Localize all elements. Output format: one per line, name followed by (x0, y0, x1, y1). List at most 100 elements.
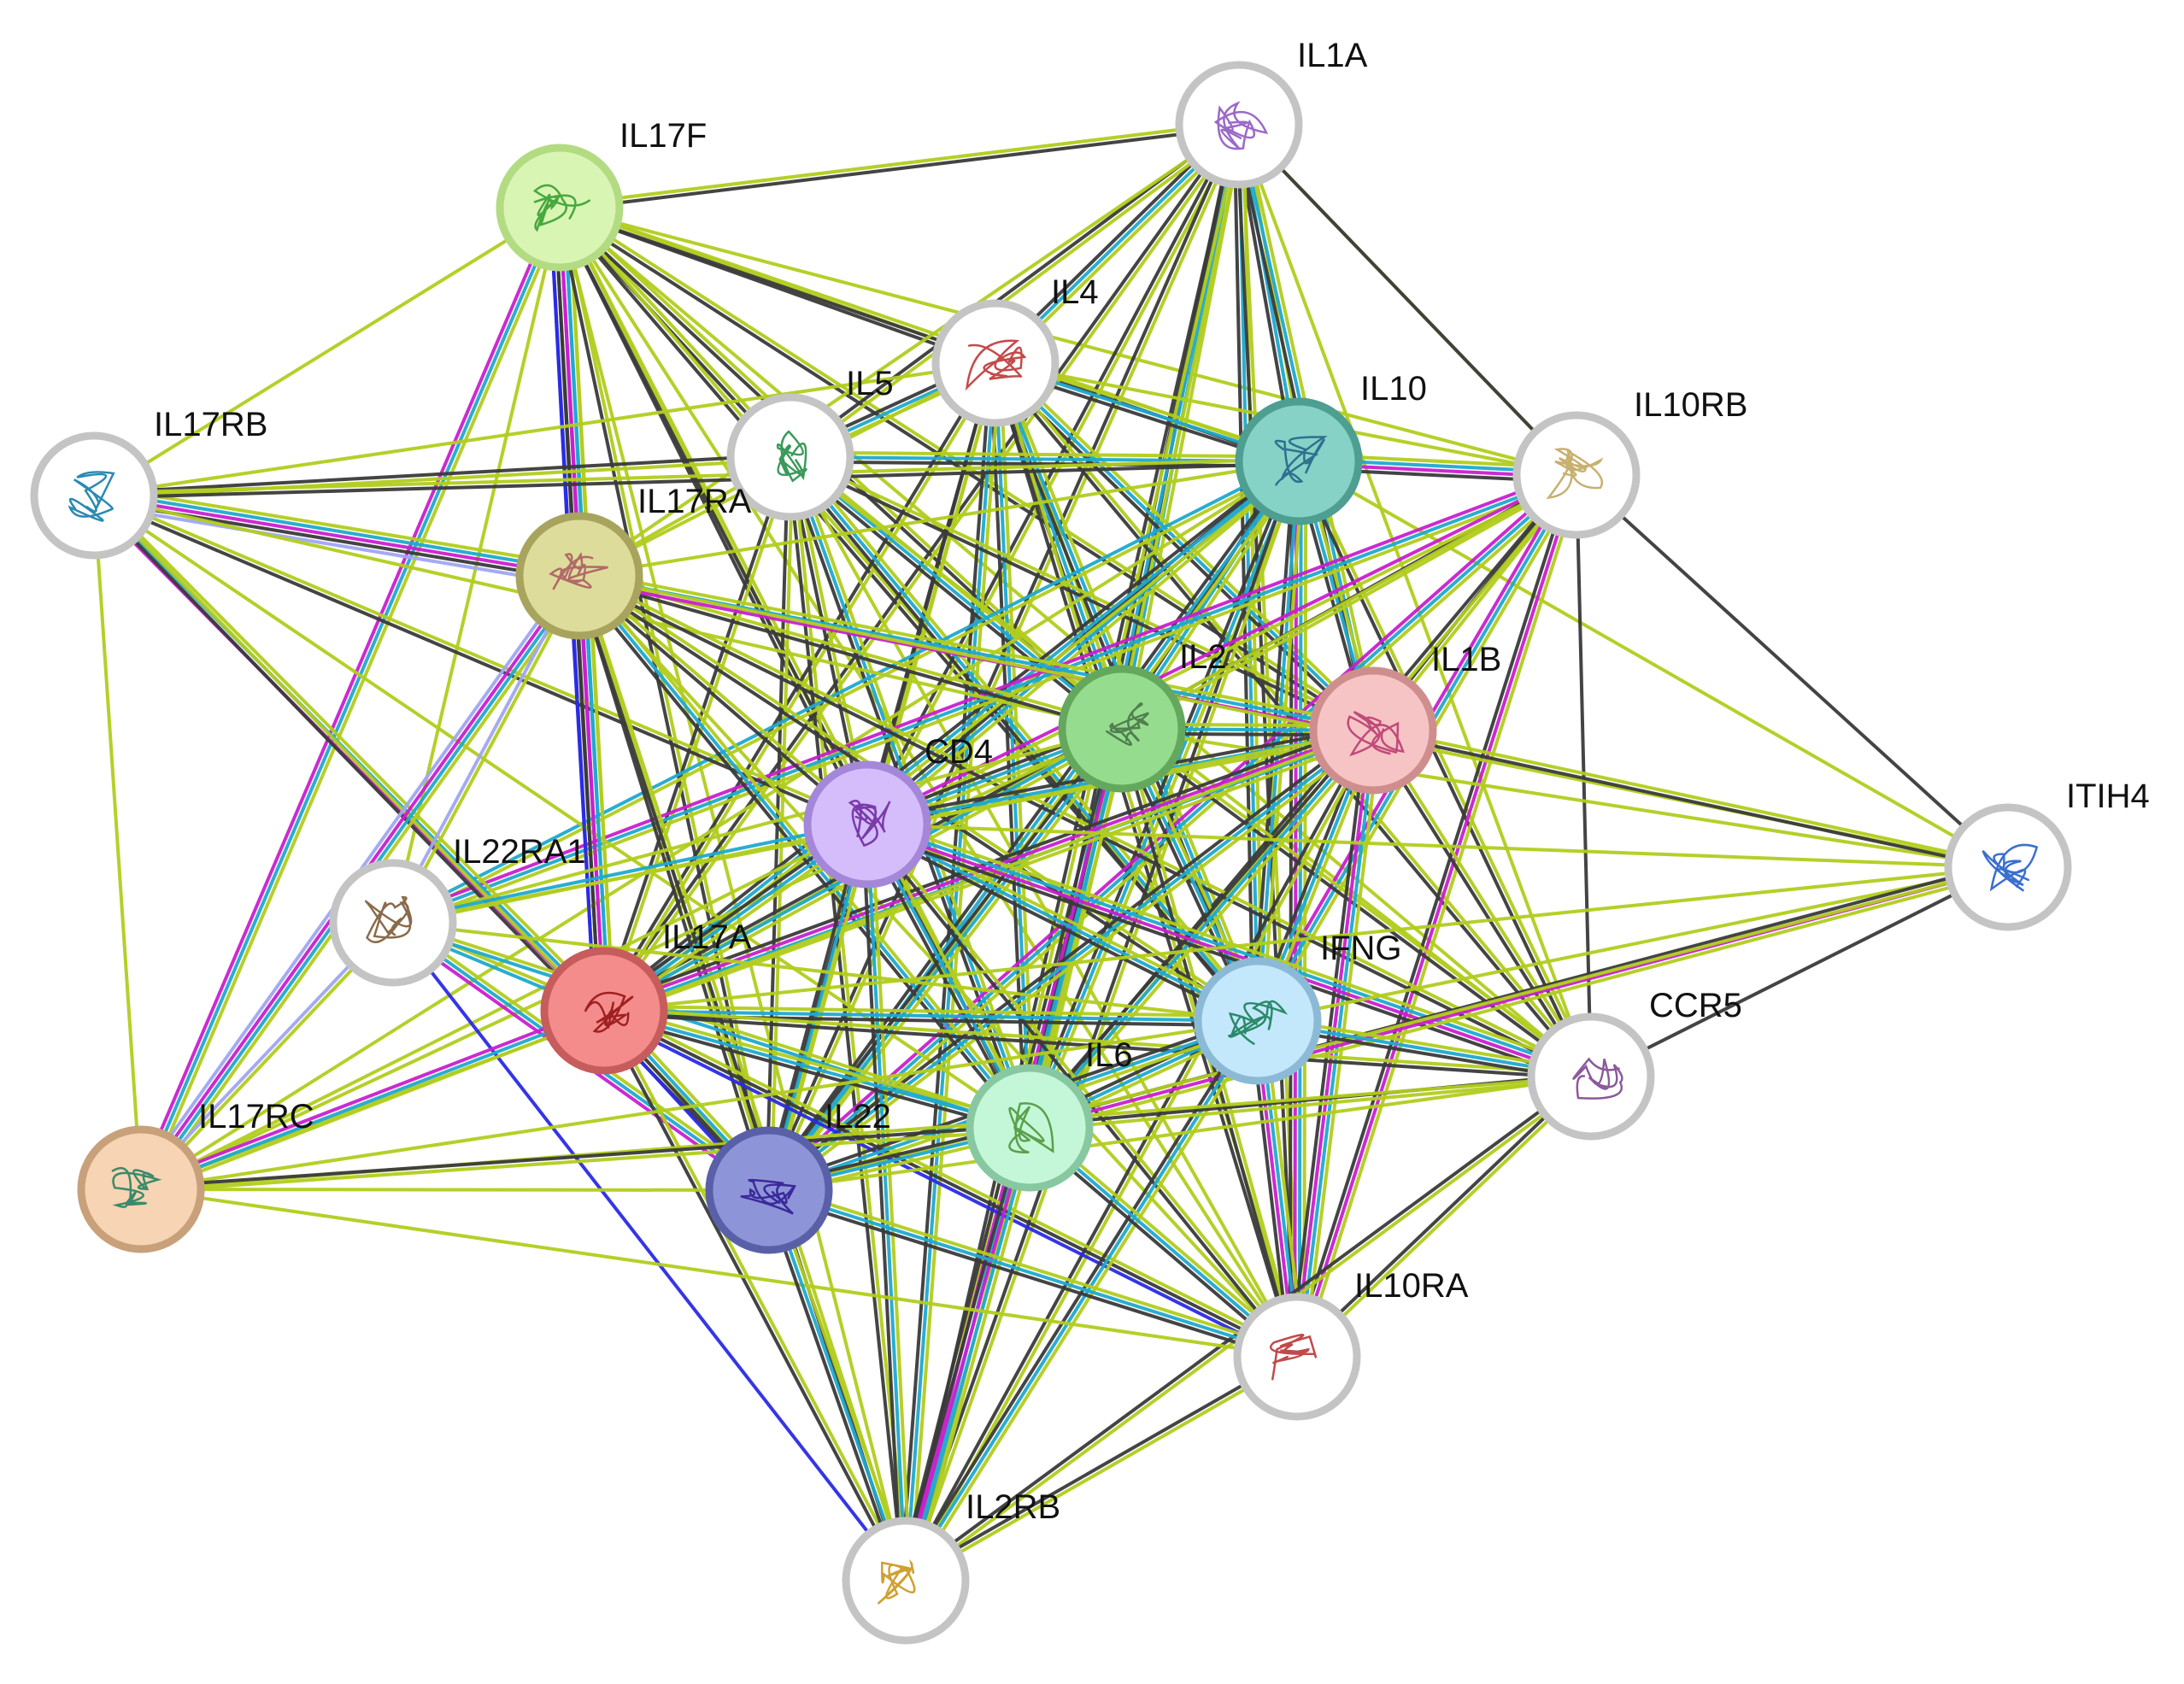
node-circle[interactable] (329, 859, 457, 987)
node-il10[interactable] (1235, 397, 1363, 525)
node-il17ra[interactable] (515, 512, 643, 640)
node-il2[interactable] (1058, 665, 1186, 793)
node-il17f[interactable] (496, 144, 624, 272)
edge-il22ra1-il2rb (391, 921, 907, 1582)
node-il22ra1[interactable] (329, 859, 457, 987)
edge-line (391, 921, 907, 1582)
edge-line (578, 576, 1122, 733)
protein-structure-icon (965, 339, 1027, 391)
node-ccr5[interactable] (1527, 1012, 1655, 1141)
edge-il17rc-il22 (140, 1188, 770, 1192)
node-circle[interactable] (1235, 397, 1363, 525)
node-il17rc[interactable] (77, 1125, 205, 1253)
edge-il17f-il22 (555, 207, 773, 1191)
edge-il17rc-il10ra (140, 1188, 1298, 1358)
edge-il17a-il10ra (601, 1005, 1300, 1363)
edge-line (390, 457, 1299, 923)
edge-line (863, 122, 1239, 824)
edge-il5-il10 (790, 450, 1300, 468)
edge-line (901, 1126, 1030, 1581)
edge-il17rb-il10 (93, 457, 1300, 500)
node-circle[interactable] (705, 1126, 833, 1254)
edge-line (602, 1013, 1030, 1135)
node-il17a[interactable] (540, 947, 668, 1075)
edge-line (94, 489, 581, 573)
edge-line (762, 1191, 903, 1583)
node-il4[interactable] (931, 299, 1060, 427)
edge-line (92, 206, 561, 497)
node-circle[interactable] (496, 144, 624, 272)
edge-line (864, 827, 1257, 1027)
edge-line (582, 575, 611, 1011)
protein-structure-icon (1227, 1000, 1289, 1045)
node-il10ra[interactable] (1233, 1293, 1361, 1421)
node-label-il1a: IL1A (1297, 37, 1368, 74)
edge-line (1031, 732, 1378, 1132)
node-il17rb[interactable] (30, 431, 158, 560)
node-label-il17rc: IL17RC (198, 1098, 314, 1135)
edge-line (1295, 474, 1578, 1358)
protein-structure-icon (1546, 448, 1604, 500)
edge-line (1373, 726, 2009, 867)
edge-line (772, 1188, 913, 1580)
node-il5[interactable] (726, 393, 854, 521)
protein-structure-icon (776, 430, 807, 483)
node-itih4[interactable] (1944, 803, 2072, 931)
node-il10rb[interactable] (1512, 411, 1641, 539)
edge-il6-il17rc (140, 1124, 1030, 1194)
edge-il17a-il17rc (138, 1005, 607, 1195)
edge-line (579, 572, 1594, 1077)
edge-line (92, 495, 143, 1190)
edge-line (603, 1009, 1259, 1023)
node-cd4[interactable] (803, 760, 931, 889)
node-ifng[interactable] (1194, 957, 1322, 1085)
edge-line (140, 1009, 605, 1191)
node-il2rb[interactable] (842, 1517, 970, 1645)
edge-il1a-ccr5 (1237, 124, 1593, 1077)
edge-line (578, 460, 1300, 578)
edge-line (139, 460, 1300, 1191)
edge-il2-il22ra1 (392, 727, 1123, 924)
edge-line (767, 1189, 907, 1581)
edge-line (389, 573, 579, 923)
edge-il1b-ccr5 (1369, 728, 1595, 1079)
node-label-il17f: IL17F (619, 117, 707, 155)
edge-line (1369, 731, 1591, 1079)
edge-il10-il17rc (139, 460, 1300, 1191)
edge-line (391, 923, 1030, 1132)
edge-line (392, 727, 1123, 924)
node-il1a[interactable] (1175, 61, 1303, 189)
node-circle[interactable] (842, 1517, 970, 1645)
edge-ccr5-il22 (768, 1075, 1592, 1192)
edge-line (790, 125, 1242, 461)
edge-ifng-il17rc (140, 1019, 1259, 1191)
node-label-il17ra: IL17RA (637, 483, 752, 520)
edge-line (1028, 729, 1375, 1130)
edge-line (93, 494, 580, 578)
node-circle[interactable] (803, 760, 931, 889)
edge-line (790, 450, 1300, 459)
edge-line (93, 457, 1299, 496)
edge-line (906, 1357, 1300, 1585)
edge-line (560, 207, 773, 1190)
edge-il10-il17ra (578, 460, 1300, 578)
edge-line (788, 457, 1373, 735)
node-label-il10rb: IL10RB (1634, 386, 1747, 424)
node-label-il10: IL10 (1360, 370, 1427, 408)
edge-itih4-ccr5 (1590, 865, 2009, 1078)
protein-structure-icon (111, 1166, 162, 1208)
edge-il17f-il17rc (135, 205, 566, 1192)
edge-line (144, 208, 566, 1192)
node-circle[interactable] (966, 1064, 1094, 1192)
node-il1b[interactable] (1309, 666, 1437, 795)
edge-line (866, 460, 1300, 826)
protein-structure-icon (584, 991, 634, 1033)
edge-line (603, 1009, 1030, 1130)
node-il6[interactable] (966, 1064, 1094, 1192)
edge-line (1300, 476, 1583, 1359)
edge-line (141, 1128, 1030, 1194)
node-label-il22: IL22 (825, 1098, 891, 1135)
node-il22[interactable] (705, 1126, 833, 1254)
edge-line (869, 816, 1594, 1072)
edge-line (1575, 473, 2010, 869)
